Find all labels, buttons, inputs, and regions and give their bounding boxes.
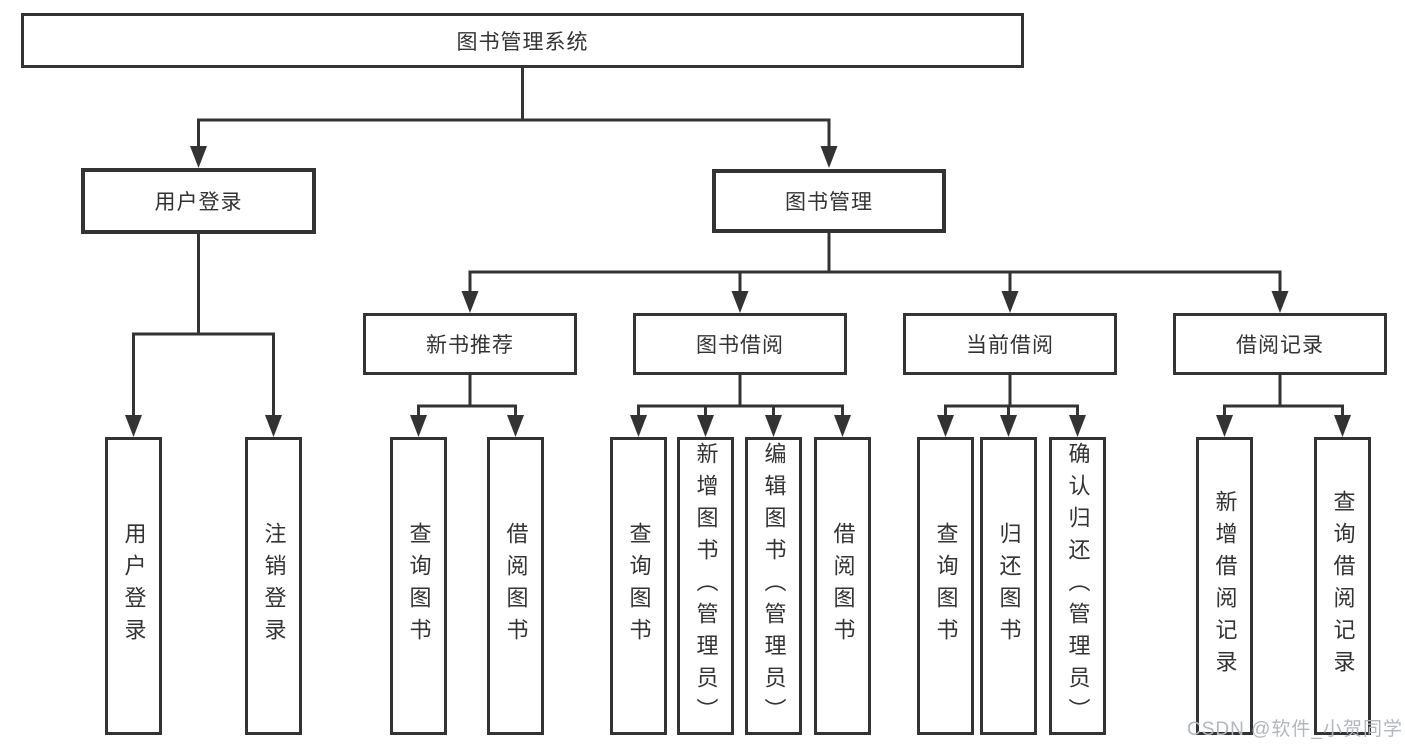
leaf-edit-book-admin: 编辑图书（管理员）: [745, 437, 802, 735]
node-new-book-recommend-label: 新书推荐: [426, 334, 514, 357]
leaf-add-borrow-record-label: 新增借阅记录: [1212, 490, 1238, 682]
node-book-borrow: 图书借阅: [633, 313, 847, 375]
node-current-borrow: 当前借阅: [903, 313, 1117, 375]
node-new-book-recommend: 新书推荐: [363, 313, 577, 375]
leaf-borrow-query-book: 查询图书: [610, 437, 667, 735]
leaf-borrow-book: 借阅图书: [814, 437, 871, 735]
node-current-borrow-label: 当前借阅: [966, 334, 1054, 357]
leaf-recommend-query-book-label: 查询图书: [406, 522, 432, 650]
leaf-current-query-book-label: 查询图书: [933, 522, 959, 650]
node-book-management-branch: 图书管理: [712, 169, 946, 233]
leaf-add-borrow-record: 新增借阅记录: [1196, 437, 1253, 735]
leaf-confirm-return-admin-label: 确认归还（管理员）: [1065, 442, 1091, 730]
leaf-return-book-label: 归还图书: [996, 522, 1022, 650]
leaf-borrow-query-book-label: 查询图书: [626, 522, 652, 650]
leaf-recommend-query-book: 查询图书: [390, 437, 447, 735]
node-user-login-branch: 用户登录: [81, 168, 316, 234]
node-root-system: 图书管理系统: [21, 13, 1024, 68]
node-borrow-record-label: 借阅记录: [1236, 334, 1324, 357]
leaf-logout-label: 注销登录: [261, 522, 287, 650]
leaf-add-book-admin-label: 新增图书（管理员）: [693, 442, 719, 730]
node-book-borrow-label: 图书借阅: [696, 334, 784, 357]
node-user-login-branch-label: 用户登录: [154, 191, 243, 214]
leaf-confirm-return-admin: 确认归还（管理员）: [1049, 437, 1106, 735]
leaf-recommend-borrow-book-label: 借阅图书: [503, 522, 529, 650]
leaf-user-login-label: 用户登录: [121, 522, 147, 650]
leaf-query-borrow-record: 查询借阅记录: [1314, 437, 1371, 735]
leaf-edit-book-admin-label: 编辑图书（管理员）: [761, 442, 787, 730]
leaf-logout: 注销登录: [245, 437, 302, 735]
leaf-current-query-book: 查询图书: [917, 437, 974, 735]
node-root-label: 图书管理系统: [456, 30, 589, 54]
leaf-query-borrow-record-label: 查询借阅记录: [1330, 490, 1356, 682]
leaf-user-login: 用户登录: [105, 437, 162, 735]
leaf-recommend-borrow-book: 借阅图书: [487, 437, 544, 735]
leaf-return-book: 归还图书: [980, 437, 1037, 735]
leaf-borrow-book-label: 借阅图书: [830, 522, 856, 650]
node-borrow-record: 借阅记录: [1173, 313, 1387, 375]
csdn-watermark: CSDN @软件_小贺同学: [1187, 719, 1403, 740]
node-book-management-branch-label: 图书管理: [785, 191, 873, 214]
leaf-add-book-admin: 新增图书（管理员）: [677, 437, 734, 735]
arrowheads: [125, 146, 1351, 437]
